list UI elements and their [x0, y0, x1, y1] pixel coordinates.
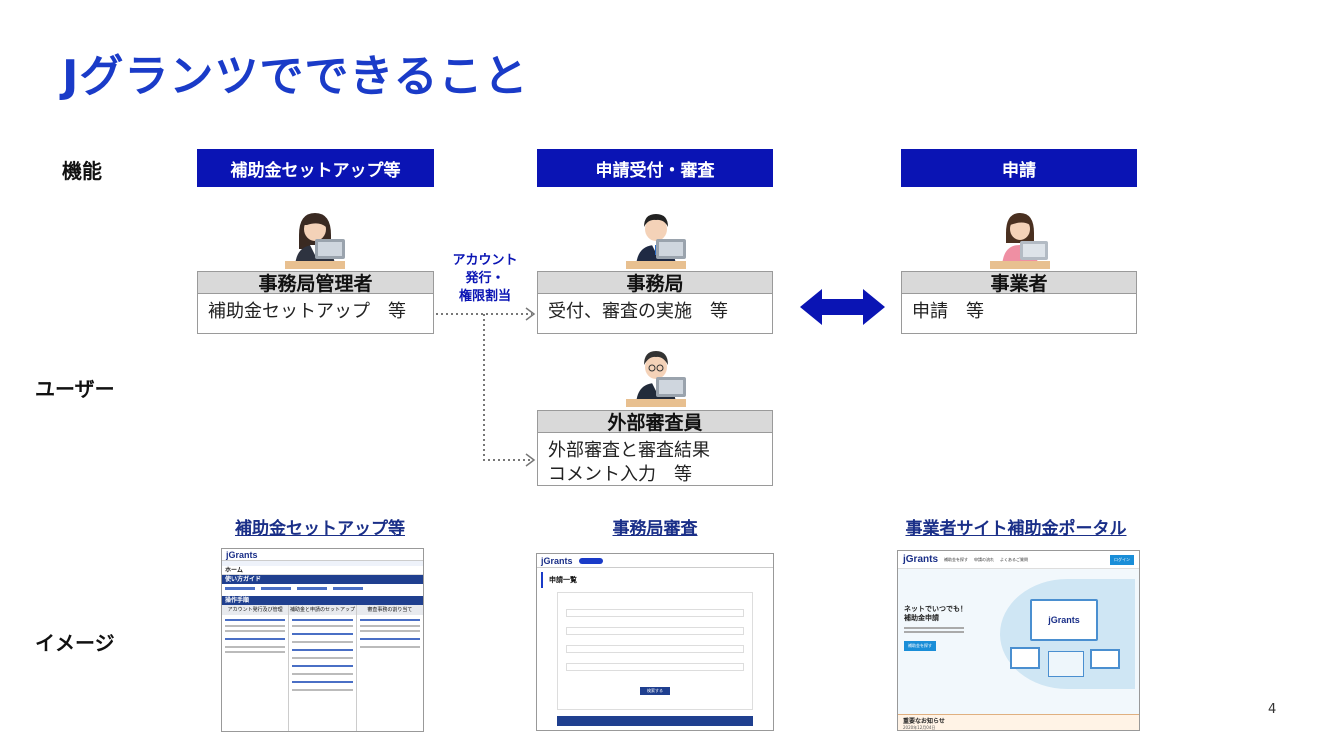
jgrants-logo: jGrants	[541, 556, 573, 566]
user-card-desc: 申請 等	[912, 300, 1126, 324]
user-card-office: 事務局 受付、審査の実施 等	[537, 271, 773, 334]
col-setup: 補助金と申請のセットアップ	[289, 605, 355, 615]
home-heading: ホーム	[222, 566, 423, 575]
nav-search[interactable]: 補助金を探す	[944, 557, 968, 563]
nav-flow[interactable]: 申請の流れ	[974, 557, 994, 563]
login-button[interactable]: ログイン	[1110, 555, 1134, 565]
admin-person-icon	[285, 205, 345, 269]
user-card-business: 事業者 申請 等	[901, 271, 1137, 334]
notice-title: 重要なお知らせ	[903, 716, 1134, 725]
account-issue-note: アカウント 発行・ 権限割当	[440, 252, 530, 306]
guide-bar: 使い方ガイド	[222, 575, 423, 584]
portal-card-logo: jGrants	[1048, 615, 1080, 625]
screenshot-setup: jGrants ホーム 使い方ガイド 操作手順 アカウント発行及び管理 補助金と…	[221, 548, 424, 732]
user-card-title: 事務局管理者	[198, 272, 433, 294]
business-person-icon	[990, 205, 1050, 269]
double-arrow-icon	[800, 289, 885, 325]
page-title: Jグランツでできること	[62, 40, 529, 104]
user-card-title: 事務局	[538, 272, 772, 294]
user-card-title: 事業者	[902, 272, 1136, 294]
col-review: 審査事務の割り当て	[357, 605, 423, 615]
col-account: アカウント発行及び管理	[222, 605, 288, 615]
screenshot-portal: jGrants 補助金を探す 申請の流れ よくあるご質問 ログイン ネットでいつ…	[897, 550, 1140, 731]
nav-faq[interactable]: よくあるご質問	[1000, 557, 1028, 563]
hero-line-2: 補助金申請	[904, 614, 967, 623]
user-card-title: 外部審査員	[538, 411, 772, 433]
image-title-portal: 事業者サイト補助金ポータル	[880, 514, 1152, 539]
reviewer-person-icon	[626, 343, 686, 407]
page-number: 4	[1268, 702, 1276, 717]
function-review: 申請受付・審査	[537, 149, 773, 187]
notice-date: 2020年12月04日	[903, 725, 1134, 731]
user-card-desc-line1: 外部審査と審査結果	[548, 439, 762, 463]
image-title-review: 事務局審査	[536, 514, 774, 539]
office-person-icon	[626, 205, 686, 269]
user-card-admin: 事務局管理者 補助金セットアップ 等	[197, 271, 434, 334]
jgrants-logo: jGrants	[226, 550, 258, 560]
user-card-desc-line2: コメント入力 等	[548, 463, 762, 487]
procedure-bar: 操作手順	[222, 596, 423, 605]
screenshot-review: jGrants 申請一覧 検索する	[536, 553, 774, 731]
row-label-function: 機能	[62, 155, 102, 184]
function-setup: 補助金セットアップ等	[197, 149, 434, 187]
account-flow-arrows	[434, 300, 544, 470]
search-button[interactable]: 検索する	[640, 687, 670, 695]
user-card-desc: 補助金セットアップ 等	[208, 300, 423, 324]
user-card-reviewer: 外部審査員 外部審査と審査結果 コメント入力 等	[537, 410, 773, 486]
jgrants-logo: jGrants	[903, 554, 938, 565]
user-card-desc: 受付、審査の実施 等	[548, 300, 762, 324]
application-list-title: 申請一覧	[541, 572, 769, 588]
hero-line-1: ネットでいつでも！	[904, 605, 967, 614]
image-title-setup: 補助金セットアップ等	[197, 514, 443, 539]
row-label-user: ユーザー	[35, 373, 115, 402]
function-apply: 申請	[901, 149, 1137, 187]
hero-search-button[interactable]: 補助金を探す	[904, 641, 936, 651]
row-label-image: イメージ	[35, 627, 115, 656]
